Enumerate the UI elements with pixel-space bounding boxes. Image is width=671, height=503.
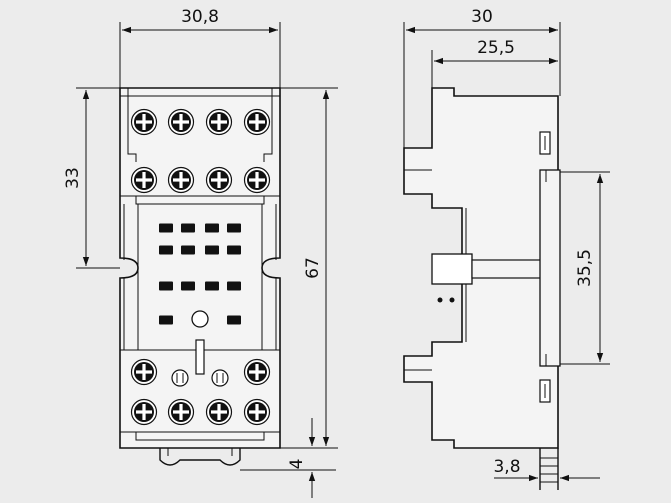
dim-front-width: 30,8 xyxy=(181,7,219,27)
terminal-screw xyxy=(205,398,233,426)
dim-side-depth: 30 xyxy=(471,7,493,27)
terminal-screw xyxy=(243,166,271,194)
terminal-screw xyxy=(243,398,271,426)
dim-side-rail-foot: 3,8 xyxy=(493,457,520,477)
front-view xyxy=(119,87,281,466)
front-dimensions: 30,8 33 67 4 xyxy=(63,7,338,498)
terminal-screw xyxy=(167,166,195,194)
coding-hole xyxy=(191,310,209,328)
terminal-screw xyxy=(167,108,195,136)
dim-front-foot: 4 xyxy=(287,459,307,470)
terminal-screw xyxy=(243,358,271,386)
terminal-screw xyxy=(130,108,158,136)
dim-side-rail-height: 35,5 xyxy=(575,249,595,287)
side-view xyxy=(403,87,561,490)
dim-front-half-height: 33 xyxy=(63,167,83,189)
terminal-screw xyxy=(167,398,195,426)
dim-side-depth-inner: 25,5 xyxy=(477,38,515,58)
terminal-screw xyxy=(205,108,233,136)
terminal-screw xyxy=(130,166,158,194)
release-lever xyxy=(171,369,229,387)
side-dimensions: 30 25,5 35,5 3,8 xyxy=(403,7,610,482)
terminal-screw xyxy=(243,108,271,136)
dim-front-total-height: 67 xyxy=(303,257,323,279)
terminal-screw xyxy=(205,166,233,194)
terminal-screw xyxy=(130,358,158,386)
terminal-screw xyxy=(130,398,158,426)
